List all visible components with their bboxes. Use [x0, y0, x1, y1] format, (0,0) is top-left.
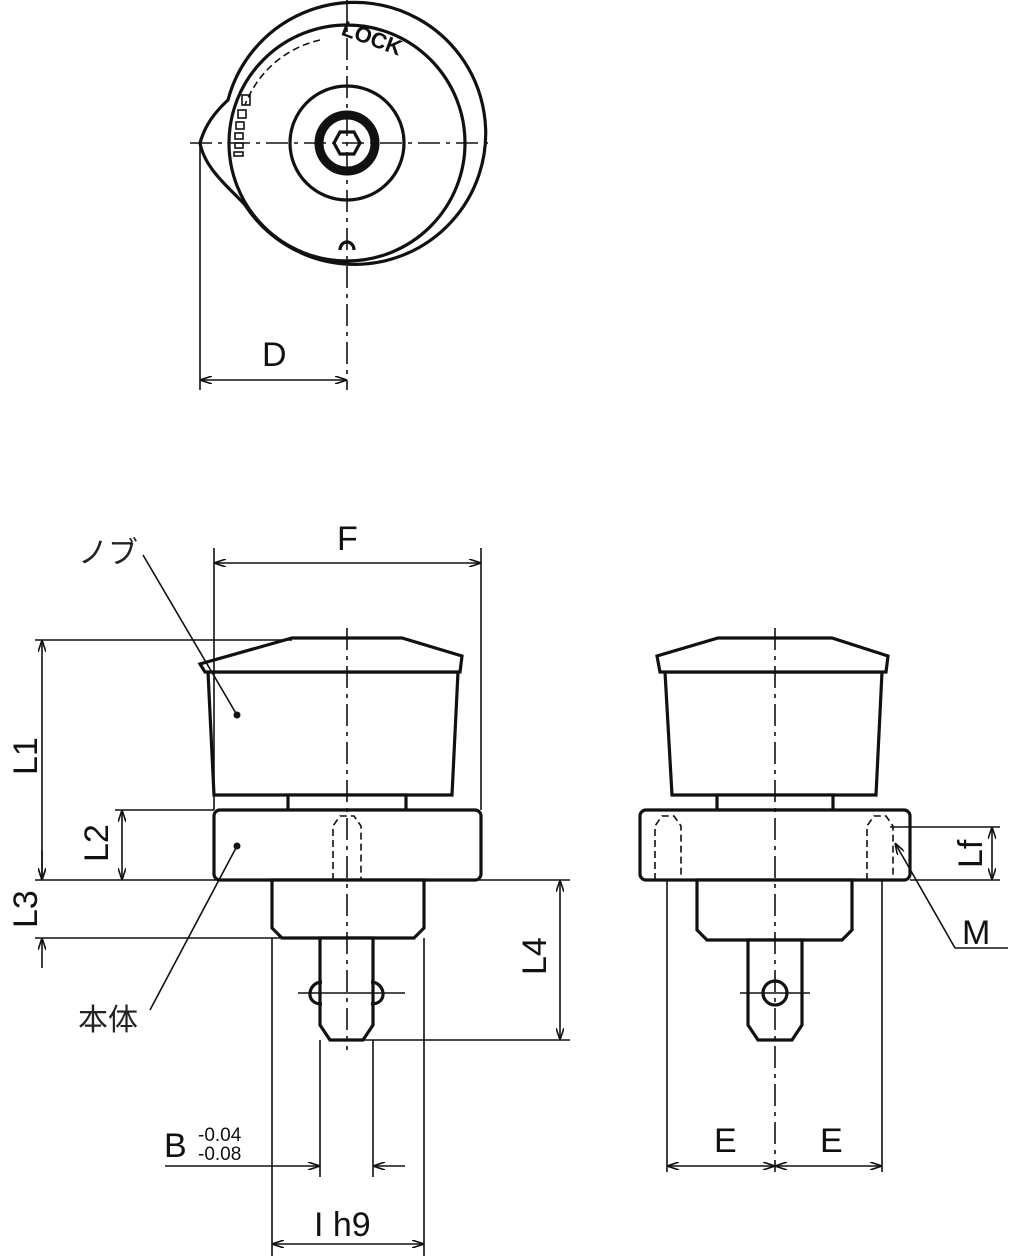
dim-l4-label: L4 — [516, 937, 554, 975]
tolerance-lower: -0.08 — [198, 1144, 241, 1165]
dim-lf-label: Lf — [952, 839, 990, 868]
dim-d-label: D — [262, 336, 287, 374]
dim-e-right-label: E — [820, 1122, 843, 1160]
knob-label: ノブ — [78, 536, 138, 571]
knob-leader — [142, 554, 238, 716]
top-view: LOCK D — [190, 0, 490, 390]
knob-cap — [197, 636, 464, 674]
hidden-thread-left — [654, 815, 682, 880]
dim-b-label: B — [164, 1127, 187, 1165]
tolerance-upper: -0.04 — [198, 1125, 242, 1146]
hidden-thread — [332, 815, 362, 880]
dim-m-label: M — [962, 914, 990, 952]
front-view: ノブ 本体 F L1 L2 L3 L4 B -0.04 -0.08 I h9 — [7, 520, 570, 1256]
dim-l1-label: L1 — [7, 737, 45, 775]
side-view: E E Lf M — [638, 628, 1008, 1172]
m-leader — [895, 843, 956, 949]
dim-f-label: F — [337, 520, 358, 558]
dim-l2-label: L2 — [78, 824, 116, 862]
lock-text: LOCK — [338, 16, 405, 61]
hidden-thread-right — [866, 815, 894, 880]
body-label: 本体 — [78, 1003, 138, 1038]
lock-arc — [244, 39, 321, 106]
side-knob-body — [663, 670, 884, 797]
dim-e-left-label: E — [714, 1122, 737, 1160]
dim-l3-label: L3 — [7, 890, 45, 928]
shank — [270, 878, 426, 940]
dim-i-label: I h9 — [314, 1206, 371, 1244]
body-leader — [149, 845, 238, 1011]
side-knob-cap — [655, 636, 890, 674]
knob-body — [206, 670, 460, 797]
